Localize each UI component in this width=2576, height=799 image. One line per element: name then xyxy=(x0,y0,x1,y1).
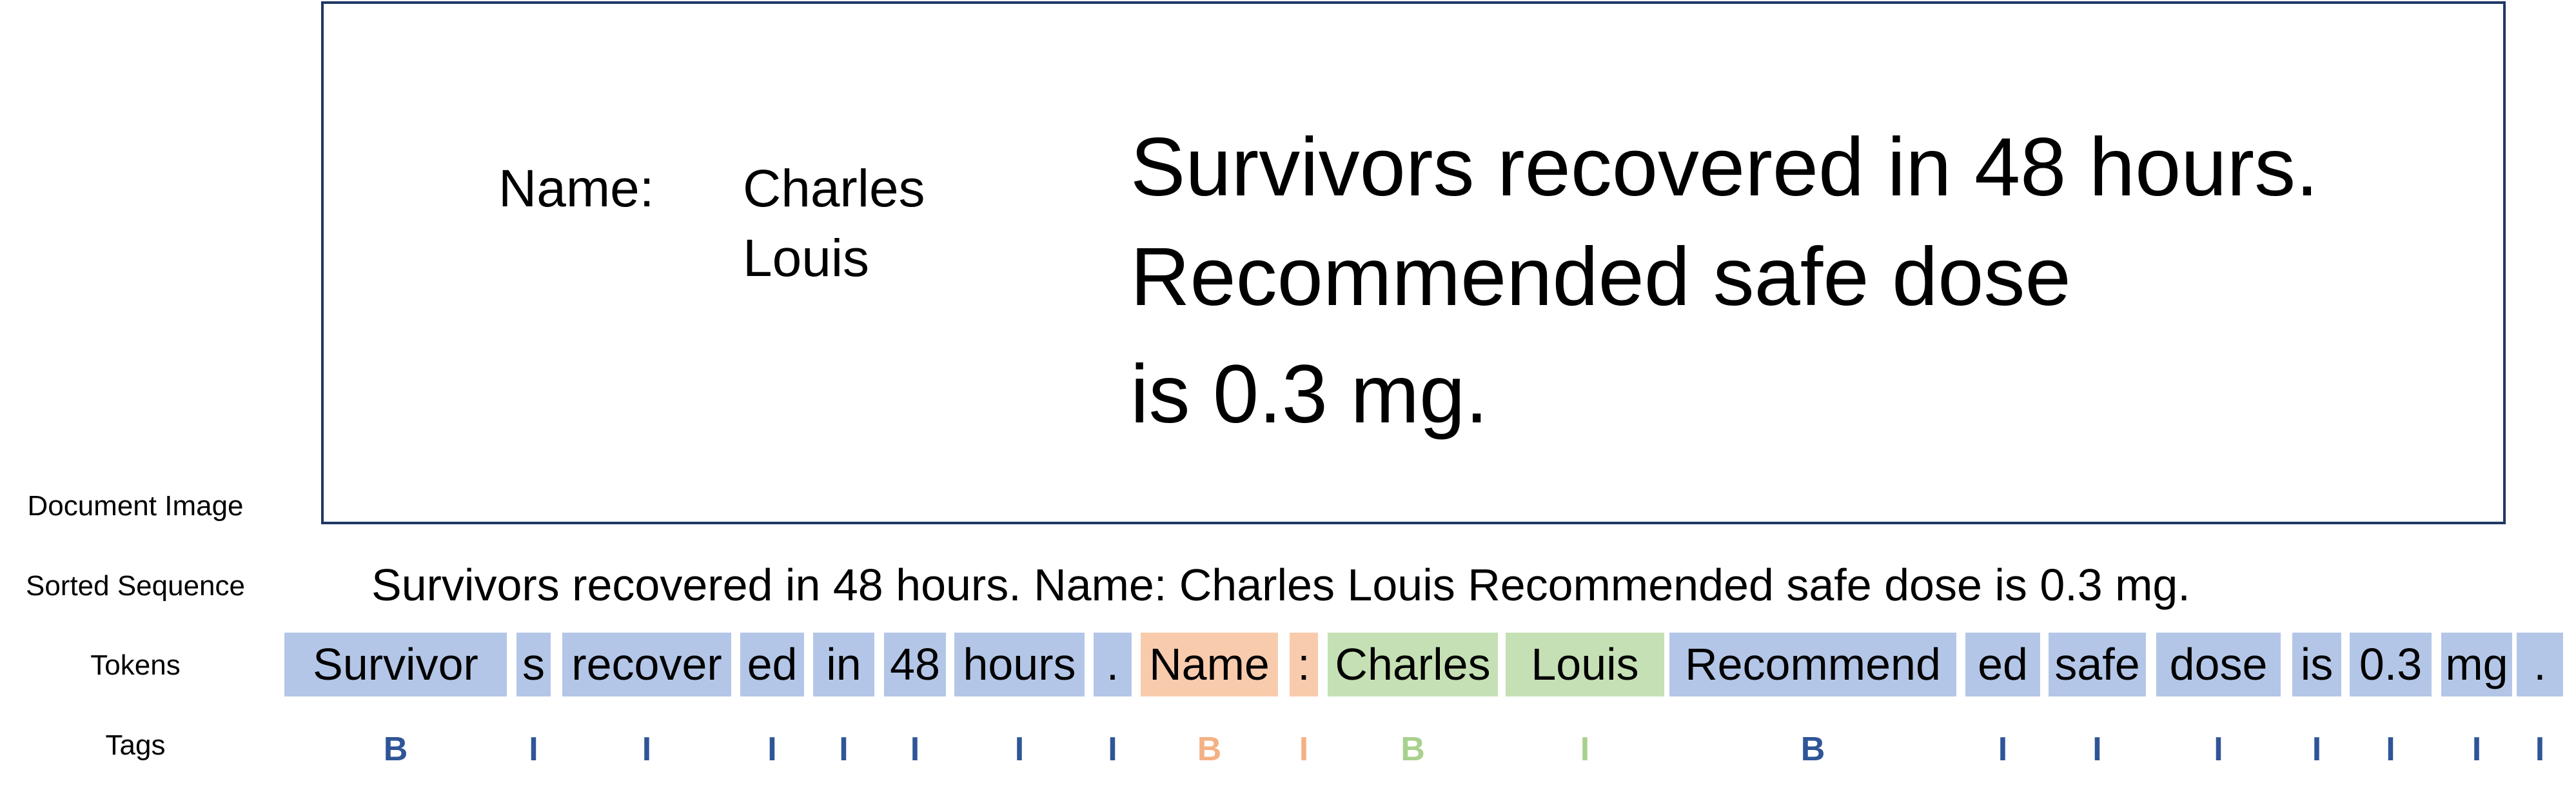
tag-label: I xyxy=(1299,731,1309,768)
token-box: Survivor xyxy=(284,633,507,696)
doc-paragraph-line2: Recommended safe dose xyxy=(1130,231,2071,323)
token-box: 48 xyxy=(884,633,946,696)
token-box: 0.3 xyxy=(2350,633,2432,696)
tag-label: I xyxy=(1108,731,1117,768)
doc-name-value-line2: Louis xyxy=(743,229,870,288)
token-box: . xyxy=(2517,633,2563,696)
token-box: Recommend xyxy=(1669,633,1956,696)
tag-label: I xyxy=(2472,731,2482,768)
doc-paragraph-line1: Survivors recovered in 48 hours. xyxy=(1130,121,2319,213)
token-box: hours xyxy=(954,633,1085,696)
tag-label: I xyxy=(2386,731,2395,768)
token-box: mg xyxy=(2441,633,2512,696)
tag-label: I xyxy=(2214,731,2223,768)
tag-label: I xyxy=(2312,731,2322,768)
tag-label: I xyxy=(1580,731,1590,768)
row-label-sorted-sequence: Sorted Sequence xyxy=(25,570,246,602)
row-label-tokens: Tokens xyxy=(90,649,181,681)
token-box: Louis xyxy=(1506,633,1664,696)
tag-label: I xyxy=(767,731,777,768)
token-box: Charles xyxy=(1328,633,1498,696)
token-box: s xyxy=(516,633,551,696)
doc-name-label: Name: xyxy=(498,159,654,218)
document-image-frame: Name: Charles Louis Survivors recovered … xyxy=(321,1,2506,524)
tag-label: I xyxy=(1014,731,1025,768)
tag-label: I xyxy=(1998,731,2008,768)
token-box: : xyxy=(1290,633,1318,696)
token-box: . xyxy=(1094,633,1132,696)
doc-name-value-line1: Charles xyxy=(743,159,925,218)
token-box: is xyxy=(2292,633,2341,696)
doc-paragraph-line3: is 0.3 mg. xyxy=(1130,348,1488,440)
tag-label: I xyxy=(2535,731,2545,768)
token-box: ed xyxy=(740,633,804,696)
tag-label: B xyxy=(1401,731,1425,768)
tag-label: I xyxy=(2092,731,2102,768)
row-label-tags: Tags xyxy=(105,729,166,761)
tag-label: I xyxy=(642,731,652,768)
sorted-sequence-text: Survivors recovered in 48 hours. Name: C… xyxy=(371,560,2190,610)
token-box: safe xyxy=(2049,633,2146,696)
tag-label: I xyxy=(839,731,849,768)
tag-label: I xyxy=(529,731,538,768)
tag-label: I xyxy=(910,731,920,768)
row-label-document-image: Document Image xyxy=(27,490,244,522)
token-box: dose xyxy=(2156,633,2281,696)
token-box: in xyxy=(813,633,874,696)
token-box: Name xyxy=(1141,633,1278,696)
tag-label: B xyxy=(1800,731,1825,768)
tag-label: B xyxy=(1197,731,1222,768)
token-box: recover xyxy=(562,633,731,696)
token-box: ed xyxy=(1965,633,2040,696)
tag-label: B xyxy=(383,731,408,768)
